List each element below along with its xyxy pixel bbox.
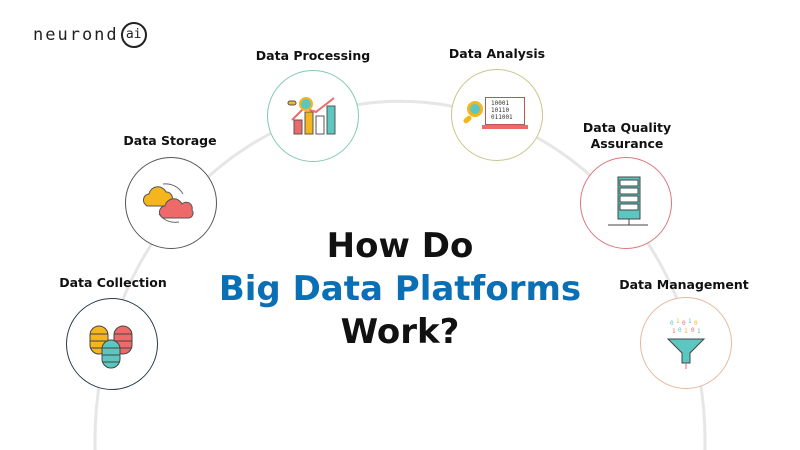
step-data-quality-assurance [580,157,672,249]
label-line: Assurance [590,136,664,151]
step-label-processing: Data Processing [255,48,371,63]
server-rack-icon [608,176,648,226]
svg-text:1: 1 [684,328,688,335]
laptop-binary-icon: 10001 10110 011001 [462,97,528,133]
magnifier-lens [467,101,483,117]
step-data-collection [66,298,158,390]
title-line-2: Big Data Platforms [218,269,582,309]
logo-text: neurond [33,25,119,45]
binary-line: 10110 [491,107,510,114]
svg-text:0: 0 [678,327,682,334]
svg-text:1: 1 [688,318,692,325]
laptop-base [482,125,528,129]
step-label-management: Data Management [619,277,749,292]
title-line-1: How Do [326,226,474,266]
step-data-processing [267,70,359,162]
label-line: Data Quality [582,120,672,135]
svg-text:1: 1 [676,318,680,325]
step-data-analysis: 10001 10110 011001 [451,69,543,161]
svg-text:0: 0 [682,320,686,327]
step-label-quality: Data Quality Assurance [583,120,671,152]
step-label-analysis: Data Analysis [448,46,546,61]
cloud-sync-icon [142,183,194,223]
magnifier-handle [462,114,473,125]
logo-ai-badge: ai [120,22,147,48]
laptop-screen: 10001 10110 011001 [485,97,525,125]
svg-text:0: 0 [694,320,698,327]
logo: neurond ai [33,22,147,48]
title-line-3: Work? [340,312,460,352]
database-stack-icon [89,325,133,369]
step-label-storage: Data Storage [123,133,217,148]
step-label-collection: Data Collection [59,275,167,290]
binary-line: 011001 [491,114,513,121]
svg-text:1: 1 [672,328,676,335]
chart-magnifier-icon [287,97,336,135]
step-data-storage [125,157,217,249]
svg-text:0: 0 [670,320,674,327]
svg-text:0: 0 [691,327,695,334]
binary-line: 10001 [491,100,510,107]
svg-text:1: 1 [697,328,701,335]
